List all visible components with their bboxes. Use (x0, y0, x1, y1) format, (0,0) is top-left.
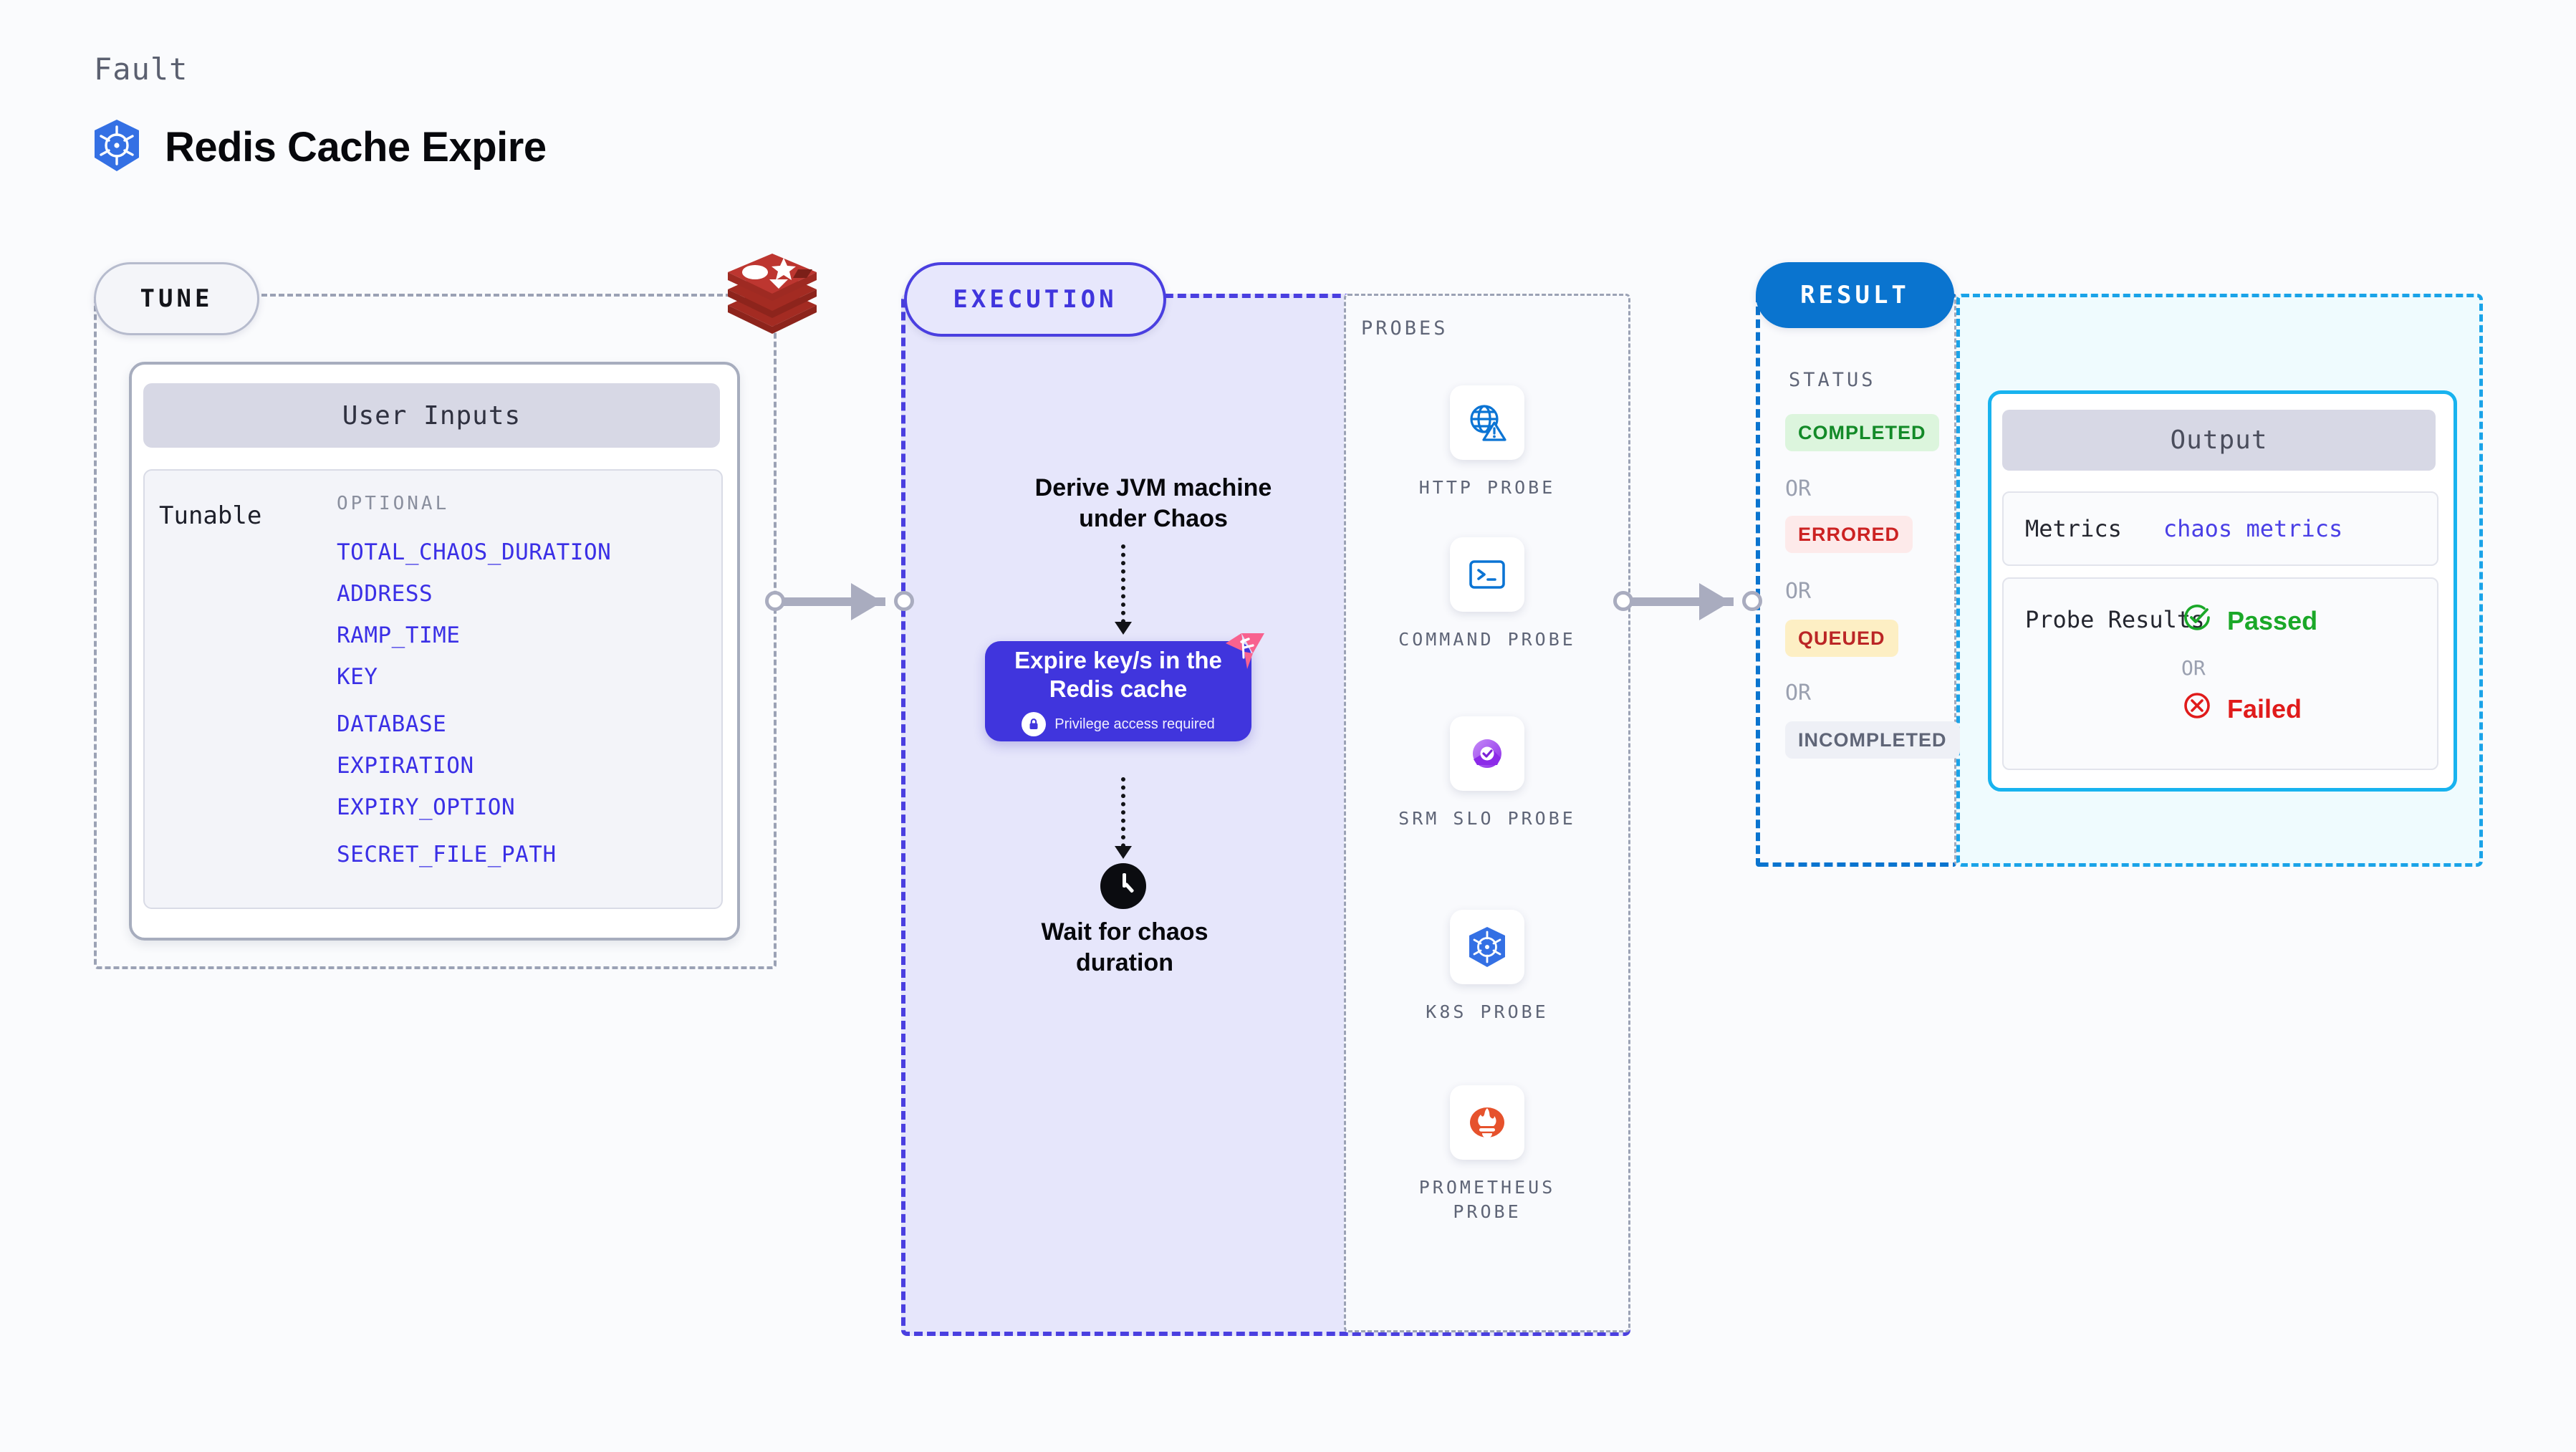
prometheus-flame-icon (1450, 1085, 1524, 1160)
probe-results-row: Probe Results Passed OR Failed (2002, 577, 2438, 770)
verdict-passed-label: Passed (2227, 605, 2318, 635)
result-pill-label: RESULT (1800, 281, 1910, 309)
privilege-note: Privilege access required (1022, 712, 1215, 737)
globe-warning-icon (1450, 385, 1524, 460)
action-card[interactable]: Expire key/s in the Redis cache Privileg… (985, 641, 1251, 741)
tunable-label: Tunable (159, 501, 262, 530)
result-status-panel (1756, 294, 1956, 867)
tunable-item[interactable]: ADDRESS (337, 581, 433, 607)
page-kicker: Fault (94, 52, 188, 87)
probe-label: HTTP PROBE (1418, 477, 1556, 498)
tune-panel (94, 294, 777, 969)
kubernetes-helm-icon (92, 118, 142, 176)
verdict-passed: Passed (2181, 602, 2317, 640)
probe-item-command[interactable]: COMMAND PROBE (1394, 537, 1580, 652)
redis-logo-icon (722, 249, 822, 335)
or-separator: OR (1785, 476, 1812, 501)
tunable-item[interactable]: RAMP_TIME (337, 622, 461, 648)
tunable-item[interactable]: EXPIRATION (337, 753, 474, 779)
slo-donut-check-icon (1450, 716, 1524, 791)
status-badge-completed: COMPLETED (1785, 414, 1939, 451)
probe-label: PROMETHEUS PROBE (1418, 1177, 1556, 1222)
or-separator: OR (1785, 681, 1812, 706)
probe-label: K8S PROBE (1426, 1001, 1549, 1022)
probe-item-prometheus[interactable]: PROMETHEUS PROBE (1394, 1085, 1580, 1224)
tunable-item[interactable]: EXPIRY_OPTION (337, 794, 516, 820)
metrics-label: Metrics (2025, 515, 2122, 542)
user-inputs-header: User Inputs (143, 383, 720, 448)
pink-flag-icon (1220, 628, 1267, 675)
clock-icon (1100, 863, 1146, 909)
lock-icon (1022, 712, 1047, 737)
verdict-failed-label: Failed (2227, 693, 2302, 723)
status-badge-queued: QUEUED (1785, 620, 1898, 657)
probes-title: PROBES (1361, 317, 1448, 340)
tunable-item[interactable]: DATABASE (337, 711, 447, 737)
terminal-icon (1450, 537, 1524, 612)
check-circle-icon (2181, 602, 2213, 640)
user-inputs-title: User Inputs (342, 400, 522, 431)
privilege-note-label: Privilege access required (1054, 716, 1215, 732)
connector-tune-to-execution (765, 577, 919, 627)
connector-execution-to-result (1613, 577, 1767, 627)
optional-label: OPTIONAL (337, 493, 450, 514)
tunable-list: TOTAL_CHAOS_DURATION ADDRESS RAMP_TIME K… (337, 532, 709, 875)
output-header: Output (2002, 410, 2436, 471)
tunable-item[interactable]: SECRET_FILE_PATH (337, 842, 557, 867)
status-title: STATUS (1789, 369, 1876, 391)
execution-pill-label: EXECUTION (953, 285, 1118, 314)
result-pill[interactable]: RESULT (1756, 262, 1954, 328)
page-title-row: Redis Cache Expire (92, 118, 547, 176)
output-title: Output (2170, 425, 2268, 455)
status-badge-errored: ERRORED (1785, 516, 1913, 553)
flow-arrow-action-to-wait (1115, 777, 1132, 859)
status-badge-incompleted: INCOMPLETED (1785, 721, 1960, 759)
probe-item-k8s[interactable]: K8S PROBE (1394, 910, 1580, 1024)
probe-item-http[interactable]: HTTP PROBE (1394, 385, 1580, 500)
action-card-title: Expire key/s in the Redis cache (1014, 646, 1222, 702)
probe-item-srm-slo[interactable]: SRM SLO PROBE (1394, 716, 1580, 831)
probe-label: COMMAND PROBE (1398, 629, 1576, 650)
page-title: Redis Cache Expire (165, 124, 547, 170)
wait-step-label: Wait for chaos duration (1041, 918, 1208, 976)
metrics-value[interactable]: chaos metrics (2163, 515, 2343, 542)
probe-results-label: Probe Results (2025, 606, 2205, 633)
x-circle-icon (2181, 690, 2213, 728)
tunable-item[interactable]: KEY (337, 664, 378, 690)
verdict-failed: Failed (2181, 690, 2302, 728)
probe-label: SRM SLO PROBE (1398, 808, 1576, 829)
kubernetes-helm-icon (1450, 910, 1524, 984)
metrics-row: Metrics chaos metrics (2002, 491, 2438, 566)
tunable-item[interactable]: TOTAL_CHAOS_DURATION (337, 539, 612, 565)
derive-step-label: Derive JVM machine under Chaos (1034, 474, 1272, 532)
tune-pill[interactable]: TUNE (94, 262, 259, 335)
execution-pill[interactable]: EXECUTION (904, 262, 1166, 337)
or-separator: OR (1785, 579, 1812, 604)
or-separator: OR (2181, 656, 2206, 680)
flow-arrow-derive-to-action (1115, 544, 1132, 635)
tune-pill-label: TUNE (140, 284, 213, 313)
tunable-box (143, 469, 723, 909)
